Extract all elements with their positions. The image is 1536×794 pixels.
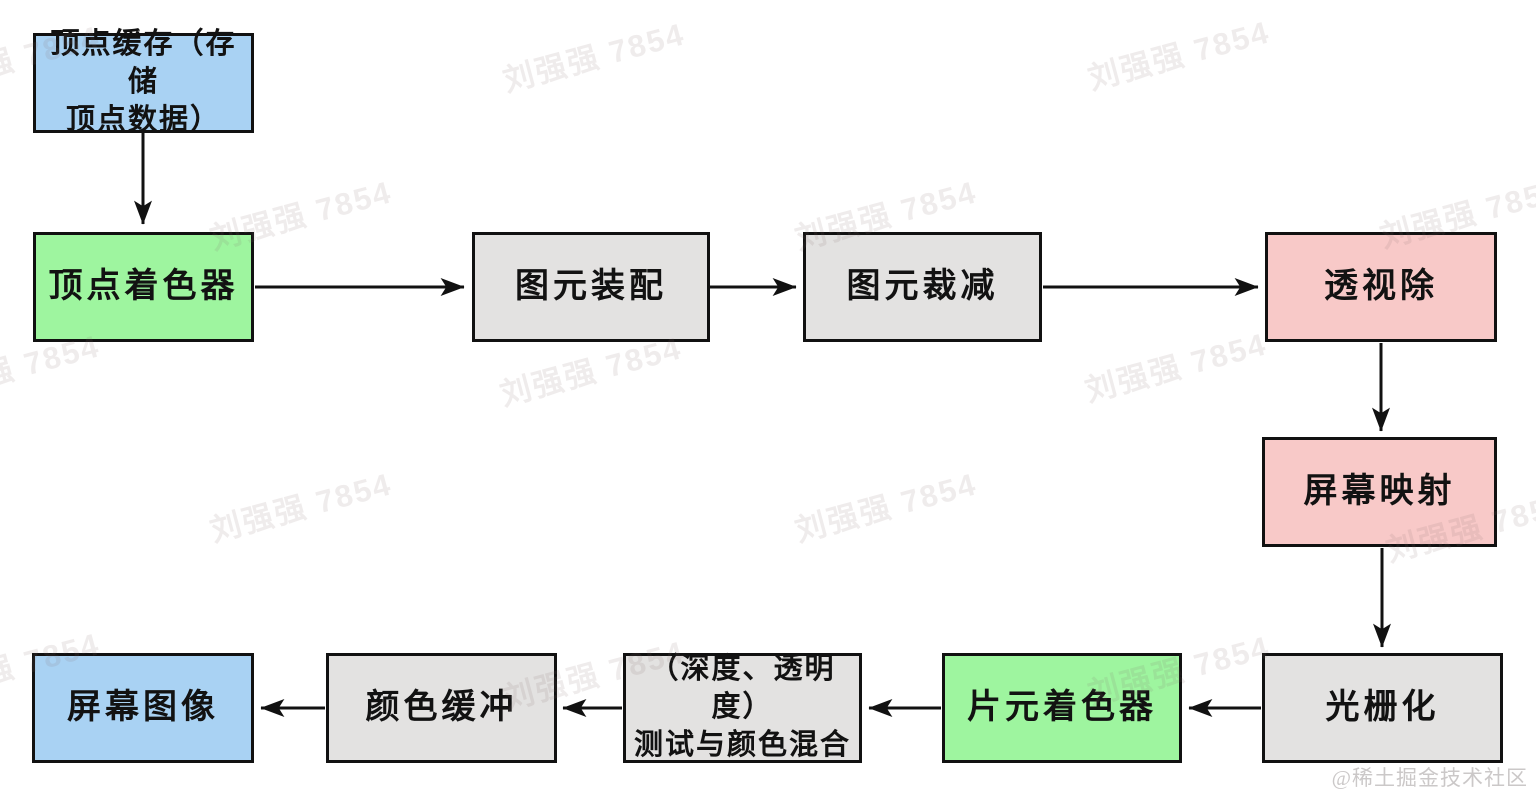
node-rasterization: 光栅化: [1262, 653, 1503, 763]
node-vertex-shader: 顶点着色器: [33, 232, 254, 342]
watermark-text: 刘强强 7854: [499, 16, 689, 99]
node-fragment-shader: 片元着色器: [942, 653, 1182, 763]
node-primitive-assembly: 图元装配: [472, 232, 710, 342]
node-perspective-divide: 透视除: [1265, 232, 1497, 342]
node-primitive-clipping: 图元裁减: [803, 232, 1042, 342]
watermark-text: 刘强强 7854: [1084, 14, 1274, 97]
node-test-blend: （深度、透明度） 测试与颜色混合: [623, 653, 862, 763]
watermark-text: 刘强强 7854: [206, 466, 396, 549]
juejin-community-credit: @稀土掘金技术社区: [1331, 766, 1528, 790]
node-vertex-buffer: 顶点缓存（存储 顶点数据）: [33, 28, 254, 136]
node-color-buffer: 颜色缓冲: [326, 653, 557, 763]
watermark-text: 刘强强 7854: [1081, 326, 1271, 409]
watermark-text: 刘强强 7854: [791, 466, 981, 549]
node-screen-image: 屏幕图像: [32, 653, 254, 763]
node-screen-mapping: 屏幕映射: [1262, 437, 1497, 547]
